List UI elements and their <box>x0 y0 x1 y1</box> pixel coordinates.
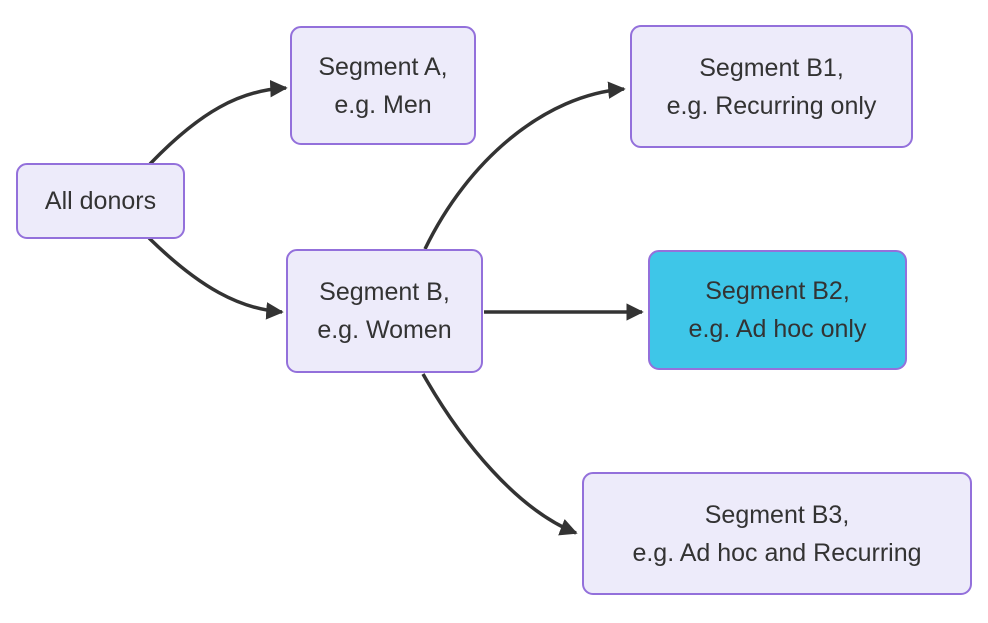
edge-segment-b-to-segment-b1 <box>423 81 626 250</box>
node-label-line2: e.g. Recurring only <box>666 91 877 120</box>
edge-segment-b-to-segment-b3 <box>421 373 578 536</box>
node-segment-b2-highlighted: Segment B2, e.g. Ad hoc only <box>648 250 907 370</box>
node-label-line2: e.g. Men <box>334 90 432 119</box>
node-label-line1: Segment B3, <box>704 500 850 529</box>
node-label-line2: e.g. Ad hoc only <box>688 315 867 343</box>
node-label-line2: e.g. Ad hoc and Recurring <box>632 538 922 567</box>
edge-all-donors-to-segment-a <box>148 79 288 166</box>
node-label-line1: Segment B, <box>319 278 450 306</box>
node-segment-b1: Segment B1, e.g. Recurring only <box>630 25 913 148</box>
node-label: All donors <box>44 187 157 215</box>
node-segment-b: Segment B, e.g. Women <box>286 249 483 373</box>
node-all-donors: All donors <box>16 163 185 239</box>
node-segment-b3: Segment B3, e.g. Ad hoc and Recurring <box>582 472 972 595</box>
node-label-line1: Segment A, <box>318 52 448 81</box>
node-label-line2: e.g. Women <box>317 316 452 344</box>
node-label-line1: Segment B2, <box>705 277 850 305</box>
node-segment-a: Segment A, e.g. Men <box>290 26 476 145</box>
node-label-line1: Segment B1, <box>699 53 844 82</box>
edge-all-donors-to-segment-b <box>147 236 284 320</box>
